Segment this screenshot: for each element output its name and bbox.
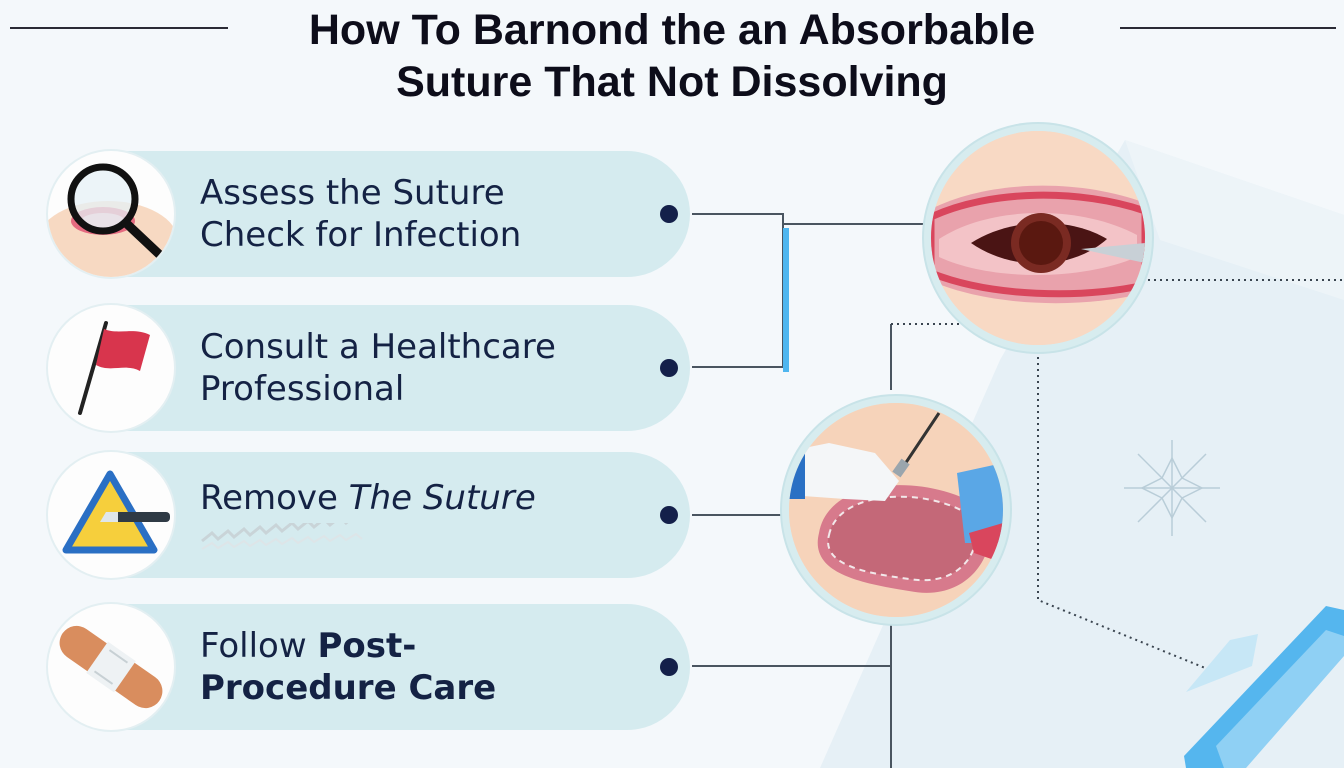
step-4-word-post: Post-	[317, 626, 417, 666]
step-2-text: Consult a Healthcare Professional	[200, 326, 556, 410]
step-remove-suture: Remove The Suture	[48, 452, 690, 578]
page-title: How To Barnond the an Absorbable Suture …	[0, 4, 1344, 108]
squiggle-decoration	[201, 523, 363, 550]
step-consult-professional: Consult a Healthcare Professional	[48, 305, 690, 431]
red-flag-icon	[48, 305, 174, 431]
title-line-2: Suture That Not Dissolving	[396, 58, 948, 106]
wound-closeup-icon	[924, 124, 1152, 352]
step-3-line-1: Remove The Suture	[200, 477, 536, 519]
step-4-connector-dot	[660, 658, 678, 676]
step-3-word-the-suture: The Suture	[348, 478, 536, 518]
step-follow-post-procedure: Follow Post- Procedure Care	[48, 604, 690, 730]
step-4-line-1: Follow Post-	[200, 625, 496, 667]
step-assess-suture: Assess the Suture Check for Infection	[48, 151, 690, 277]
step-2-line-2: Professional	[200, 369, 405, 409]
title-line-1: How To Barnond the an Absorbable	[308, 6, 1036, 54]
title-rule-right	[1120, 27, 1336, 29]
warning-scalpel-icon	[48, 452, 174, 578]
starburst-decoration	[1124, 440, 1220, 536]
magnifier-icon	[48, 151, 174, 277]
step-4-word-follow: Follow	[200, 626, 318, 666]
step-4-text: Follow Post- Procedure Care	[200, 625, 496, 709]
title-rule-left	[10, 27, 228, 29]
step-1-line-2: Check for Infection	[200, 215, 522, 255]
step-2-line-1: Consult a Healthcare	[200, 327, 556, 367]
step-3-word-remove: Remove	[200, 478, 349, 518]
bandage-icon	[48, 604, 174, 730]
step-3-connector-dot	[660, 506, 678, 524]
suture-removal-icon	[782, 396, 1010, 624]
step-1-text: Assess the Suture Check for Infection	[200, 172, 521, 256]
step-2-connector-dot	[660, 359, 678, 377]
blue-blade-decoration	[1184, 606, 1344, 768]
step-1-connector-dot	[660, 205, 678, 223]
step-3-text: Remove The Suture	[200, 477, 536, 553]
step-4-line-2: Procedure Care	[200, 668, 497, 708]
step-1-line-1: Assess the Suture	[200, 173, 505, 213]
